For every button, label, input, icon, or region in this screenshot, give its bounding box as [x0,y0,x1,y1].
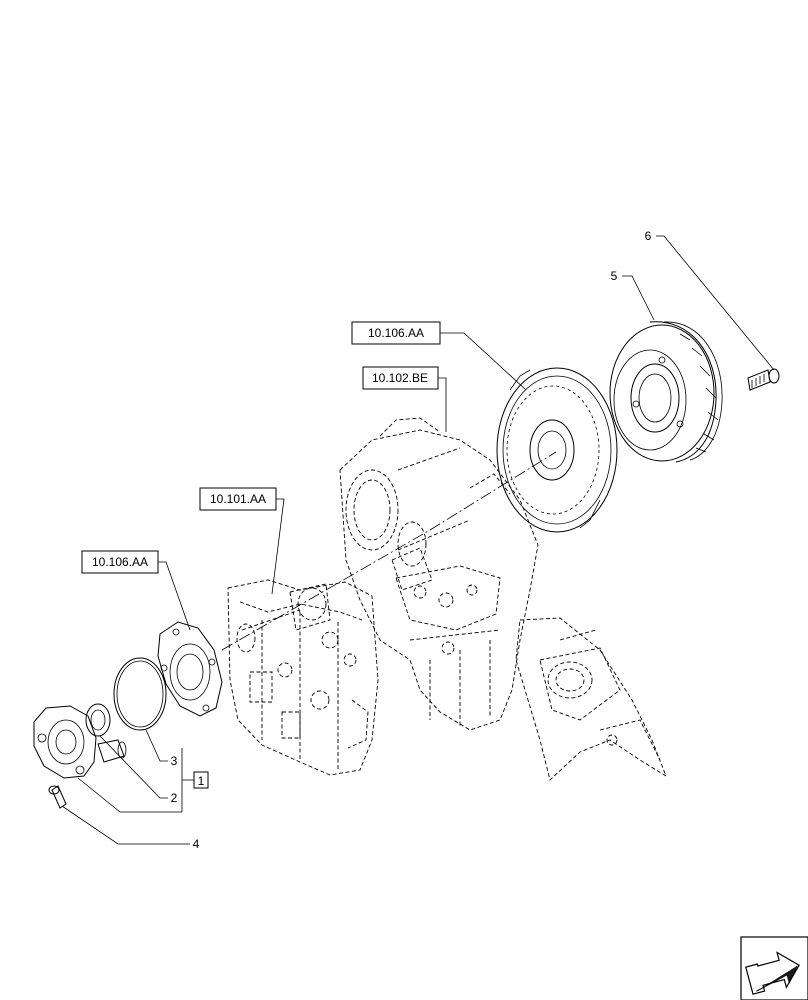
leader-10-106-aa-left [158,561,191,631]
bolt-part-4 [48,785,67,809]
callout-2: 2 [171,791,178,805]
engine-block-outline [227,417,667,781]
leader-10-102-be [438,377,447,432]
reference-10-106-aa-left[interactable]: 10.106.AA [81,550,159,574]
reference-label: 10.106.AA [92,555,148,569]
o-ring-part-3 [113,657,167,731]
leader-6 [656,235,775,371]
timing-gear [496,367,618,533]
reference-10-101-aa[interactable]: 10.101.AA [199,487,277,511]
callout-4: 4 [193,837,200,851]
callout-3: 3 [171,754,178,768]
reference-label: 10.102.BE [372,371,428,385]
bolt-part-6 [747,368,780,391]
pump-cover [157,621,223,717]
bracket-item-1 [77,748,194,813]
callout-6: 6 [645,229,652,243]
leader-5 [622,275,655,321]
leader-4 [61,805,190,845]
leader-10-101-aa [271,498,285,595]
pulley-part-5 [609,321,723,463]
leader-2 [99,735,168,799]
leader-10-106-aa-top [440,332,527,391]
reference-10-102-be[interactable]: 10.102.BE [362,366,439,390]
leader-3 [145,729,168,762]
reference-10-106-aa-top[interactable]: 10.106.AA [351,321,441,345]
seal-part-2 [85,703,111,737]
reference-label: 10.106.AA [368,326,424,340]
reference-label: 10.101.AA [210,492,266,506]
shaft-centerline [221,451,557,651]
next-page-arrow-icon[interactable] [740,936,808,1000]
pump-body-part-1 [33,705,127,779]
callout-5: 5 [611,269,618,283]
callout-1: 1 [198,774,205,788]
callout-1-box: 1 [193,771,209,789]
